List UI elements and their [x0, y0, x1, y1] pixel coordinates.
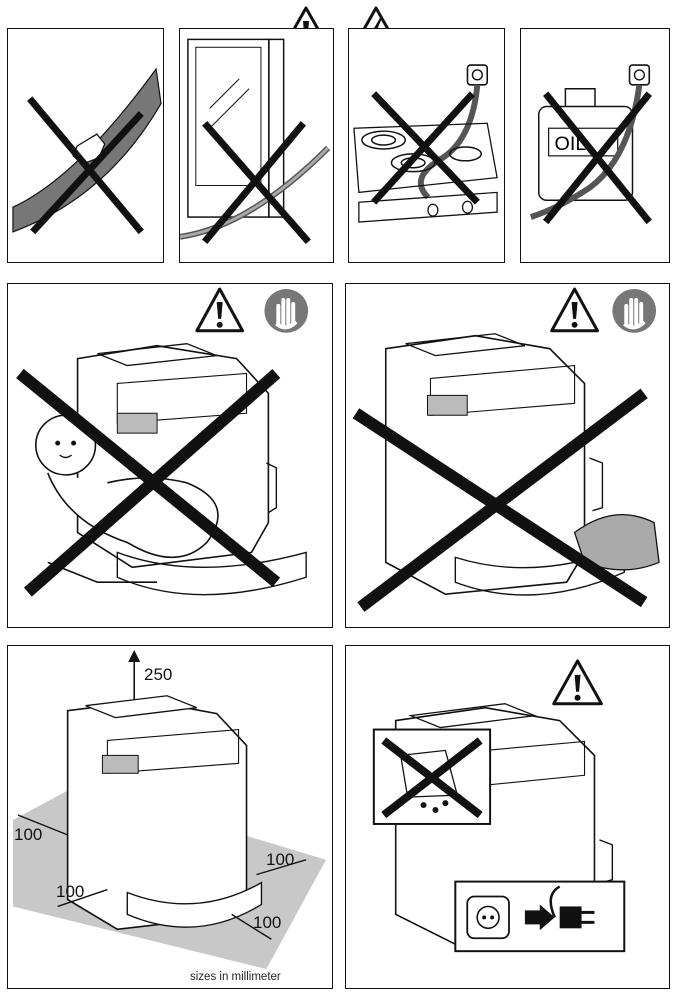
water-warning-inset — [372, 728, 492, 825]
panel-a4-oil-fuel: OIL — [520, 28, 670, 263]
cross-out-icon — [27, 96, 144, 235]
panel-a3-hot-stove — [348, 28, 505, 263]
panel-b-child-safety — [7, 283, 333, 628]
panel-d-clearances: 250 100 100 100 100 sizes in millimeter — [7, 645, 333, 989]
stop-hand-icon — [264, 289, 309, 333]
clearance-top-value: 250 — [144, 665, 173, 684]
clearance-right-value: 100 — [266, 850, 295, 869]
clearance-front-value: 100 — [253, 913, 282, 932]
power-plug-icon — [454, 880, 626, 953]
clearance-back-left-value: 100 — [14, 825, 43, 844]
panel-a1-sharp-edge — [7, 28, 164, 263]
panel-a2-door-cable — [179, 28, 334, 263]
warning-triangle-icon — [195, 287, 245, 333]
clearance-front-left-value: 100 — [56, 882, 85, 901]
warning-triangle-icon — [552, 659, 603, 706]
panel-c-cleaning — [345, 283, 670, 628]
units-note: sizes in millimeter — [190, 971, 281, 983]
warning-triangle-icon — [550, 287, 599, 333]
stop-hand-icon — [612, 289, 657, 333]
panel-e-unplug — [345, 645, 670, 989]
